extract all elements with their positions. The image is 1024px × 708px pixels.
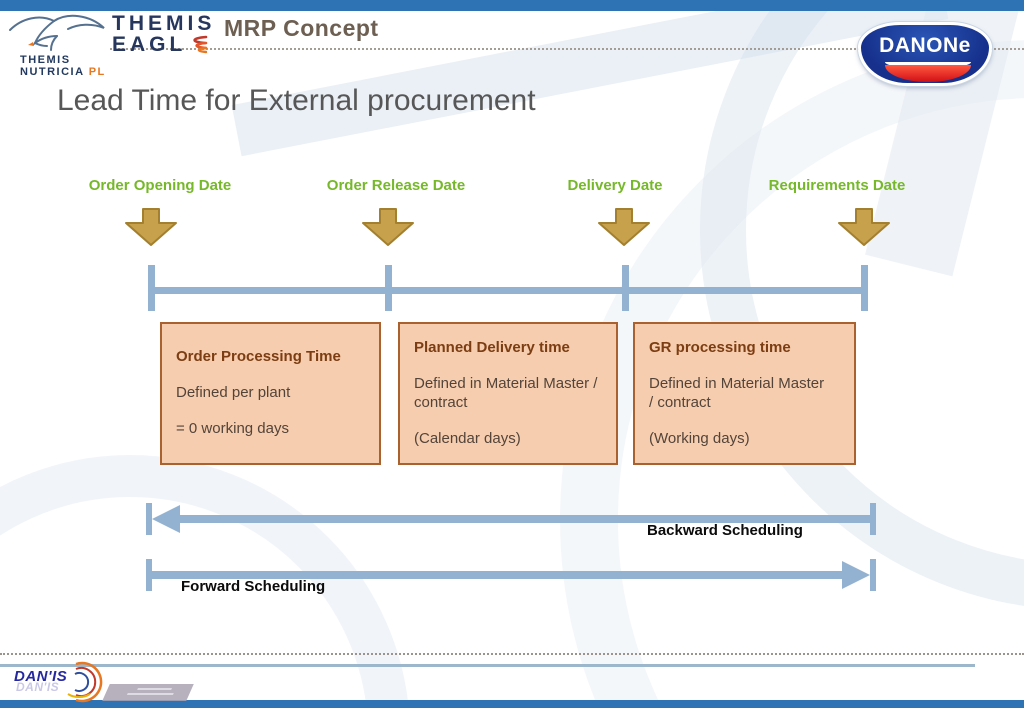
- danone-wordmark: DANONe: [879, 34, 971, 57]
- box-title: Planned Delivery time: [414, 339, 570, 356]
- timeline-tick: [861, 265, 868, 311]
- milestone-label-delivery: Delivery Date: [567, 177, 663, 194]
- milestone-label-requirements: Requirements Date: [768, 177, 906, 194]
- timeline-tick: [385, 265, 392, 311]
- down-arrow-icon: [125, 208, 177, 246]
- box-line: contract: [414, 394, 468, 411]
- milestone-label-order-opening: Order Opening Date: [88, 177, 232, 194]
- danis-arcs-icon: [67, 661, 103, 703]
- box-line: (Calendar days): [414, 430, 521, 447]
- backward-scheduling-arrow: [146, 503, 876, 535]
- danis-logo: DAN'IS DAN'IS: [8, 660, 208, 706]
- box-line: = 0 working days: [176, 420, 289, 437]
- bottom-bar: [0, 700, 1024, 708]
- timeline-bar: [151, 287, 865, 294]
- down-arrow-icon: [598, 208, 650, 246]
- box-line: Defined in Material Master: [649, 375, 825, 392]
- danis-badge: [102, 684, 194, 701]
- themis-eagle-line2: EAGL: [112, 34, 215, 55]
- backward-scheduling-label: Backward Scheduling: [647, 522, 803, 539]
- box-planned-delivery-time: Planned Delivery time Defined in Materia…: [398, 322, 618, 465]
- brand-subline: NUTRICIA PL: [20, 66, 106, 78]
- milestone-label-order-release: Order Release Date: [326, 177, 466, 194]
- timeline-tick: [148, 265, 155, 311]
- footer-rule: [0, 664, 975, 667]
- box-line: Defined in Material Master /: [414, 375, 598, 392]
- down-arrow-icon: [838, 208, 890, 246]
- themis-eagle-line1: THEMIS: [112, 12, 216, 35]
- footer-dotted-divider: [0, 653, 1024, 655]
- box-line: Defined per plant: [176, 384, 291, 401]
- danone-smile: [885, 65, 971, 82]
- timeline-tick: [622, 265, 629, 311]
- page-title: MRP Concept: [224, 15, 379, 41]
- themis-eagle-logo: THEMIS EAGL: [112, 13, 215, 55]
- box-line: (Working days): [649, 430, 750, 447]
- box-title: Order Processing Time: [176, 348, 341, 365]
- slide-title: Lead Time for External procurement: [57, 84, 536, 117]
- top-bar: [0, 0, 1024, 11]
- themis-nutricia-logo: THEMIS NUTRICIA PL: [6, 12, 110, 78]
- danis-wordmark-echo: DAN'IS: [16, 680, 60, 694]
- danone-logo: DANONe: [858, 22, 992, 86]
- header-dotted-divider: [110, 48, 1024, 50]
- region-code: PL: [88, 66, 106, 78]
- box-title: GR processing time: [649, 339, 791, 356]
- eagle-icon: [9, 14, 105, 51]
- brand-line: THEMIS: [20, 54, 71, 66]
- forward-scheduling-arrow: [146, 559, 876, 591]
- box-gr-processing-time: GR processing time Defined in Material M…: [633, 322, 856, 465]
- themis-nutricia-wordmark: THEMIS NUTRICIA PL: [20, 54, 106, 78]
- eagle-swoosh-icon: [193, 35, 208, 53]
- danis-wordmark: DAN'IS: [14, 668, 68, 685]
- box-order-processing-time: Order Processing Time Defined per plant …: [160, 322, 381, 465]
- box-line: / contract: [649, 394, 711, 411]
- down-arrow-icon: [362, 208, 414, 246]
- beak-shape: [28, 42, 34, 46]
- forward-scheduling-label: Forward Scheduling: [181, 578, 326, 595]
